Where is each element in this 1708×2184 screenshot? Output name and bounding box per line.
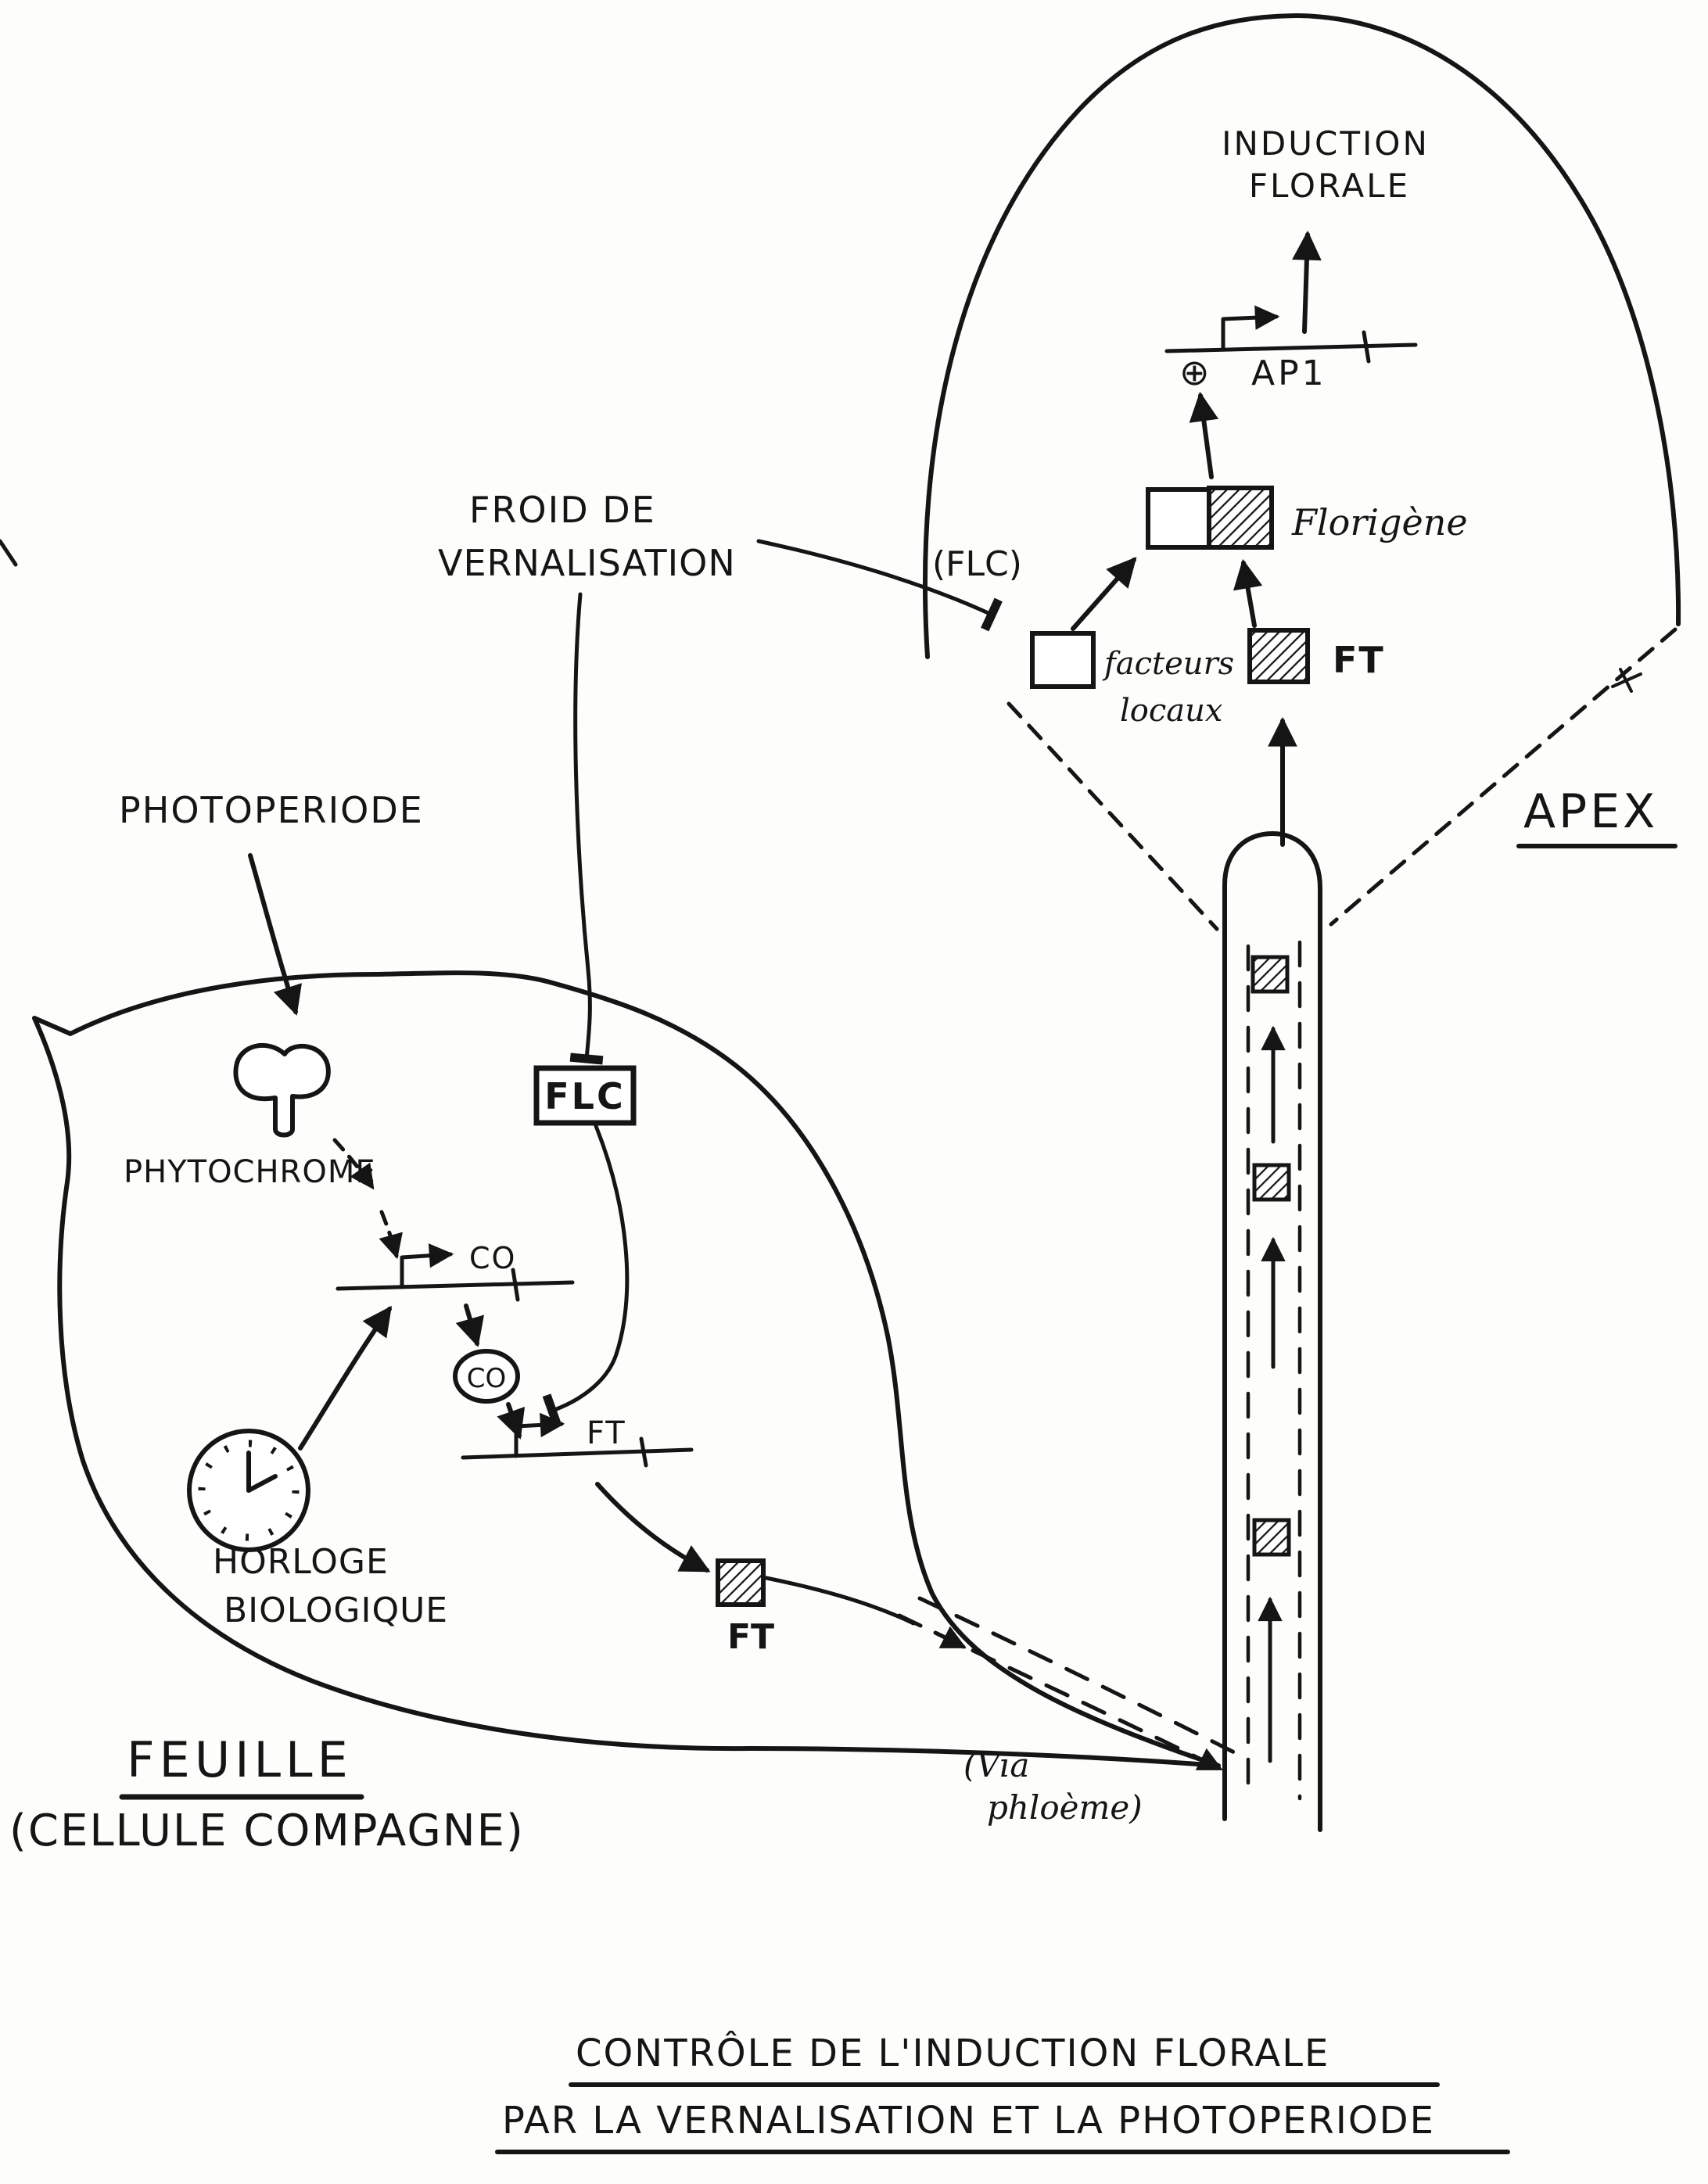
arrow-photoperiode-to-phytochrome xyxy=(248,853,302,1016)
apex-dashed-edge-left xyxy=(1006,701,1219,931)
ft-apex-label: FT xyxy=(1333,639,1385,681)
florigene-label: Florigène xyxy=(1291,501,1468,543)
apex-dashed-edge-right xyxy=(1329,627,1678,927)
flc-box-label: FLC xyxy=(544,1075,626,1117)
facteurs-locaux-label-line1: facteurs xyxy=(1102,646,1234,682)
stem-region xyxy=(1222,831,1322,1832)
ft-promoter-arrow xyxy=(514,1412,565,1458)
cellule-compagne-label: (CELLULE COMPAGNE) xyxy=(9,1806,525,1856)
induction-florale-label-line2: FLORALE xyxy=(1249,167,1410,205)
stem-ft-square-top xyxy=(1250,955,1290,994)
biological-clock-icon xyxy=(187,1429,310,1552)
flc-note-label: (FLC) xyxy=(932,544,1022,584)
ap1-gene-tick xyxy=(1362,330,1371,364)
phloem-export-line xyxy=(764,1576,916,1626)
facteurs-locaux-label-line2: locaux xyxy=(1120,693,1222,729)
co-gene-label: CO xyxy=(469,1241,516,1275)
apex-dome-outline xyxy=(922,13,1681,659)
flc-box xyxy=(533,1065,637,1126)
ft-protein-box-hatched xyxy=(716,1558,766,1607)
horloge-label-line2: BIOLOGIQUE xyxy=(224,1590,448,1630)
ft-gene-line xyxy=(461,1447,694,1460)
arrow-clock-to-co-gene xyxy=(298,1305,393,1451)
ft-apex-box-hatched xyxy=(1247,628,1310,684)
arrow-ft-gene-to-ft-protein xyxy=(595,1482,711,1573)
ft-gene-tick xyxy=(639,1436,648,1468)
caption-group: CONTRÔLE DE L'INDUCTION FLORALE PAR LA V… xyxy=(495,2031,1510,2154)
feuille-label: FEUILLE xyxy=(127,1731,353,1788)
induction-florale-label-line1: INDUCTION xyxy=(1222,124,1430,163)
vernalisation-label-line1: FROID DE xyxy=(469,489,656,531)
phytochrome-label: PHYTOCHROME xyxy=(124,1154,376,1190)
arrow-ft-to-florigene xyxy=(1233,558,1263,628)
florigene-box-hatched xyxy=(1207,486,1274,550)
co-promoter-arrow xyxy=(400,1243,454,1289)
ap1-gene-label: AP1 xyxy=(1251,353,1327,393)
caption-line2: PAR LA VERNALISATION ET LA PHOTOPERIODE xyxy=(502,2099,1435,2143)
vernalisation-label-line2: VERNALISATION xyxy=(438,542,736,584)
dashed-arrow-phytochrome-2 xyxy=(379,1210,403,1260)
via-phloeme-label-line1: (Via xyxy=(963,1746,1029,1784)
stem-ft-square-bottom xyxy=(1252,1518,1291,1557)
phytochrome-icon xyxy=(233,1042,331,1138)
arrow-florigene-to-ap1 xyxy=(1189,391,1219,479)
ft-protein-label: FT xyxy=(727,1617,774,1657)
dashed-arrow-phytochrome-1 xyxy=(332,1138,375,1190)
plus-circle-symbol: ⊕ xyxy=(1179,351,1210,393)
stray-pen-mark xyxy=(0,539,18,567)
vernalisation-inhibits-flc-line xyxy=(569,592,604,1065)
leaf-region: PHOTOPERIODE PHYTOCHROME CO CO FT FLC HO… xyxy=(9,789,1241,1856)
co-protein-label: CO xyxy=(467,1363,507,1394)
phloem-dashed-line-lower xyxy=(897,1613,1223,1771)
apex-label: APEX xyxy=(1523,784,1658,839)
stem-ft-square-middle xyxy=(1252,1163,1291,1202)
co-gene-tick xyxy=(511,1268,520,1302)
leaf-outline xyxy=(32,970,1221,1768)
via-phloeme-label-line2: phloème) xyxy=(987,1788,1143,1827)
caption-line1: CONTRÔLE DE L'INDUCTION FLORALE xyxy=(576,2031,1329,2075)
apex-region: INDUCTION FLORALE ⊕ AP1 Florigène facteu… xyxy=(756,13,1681,931)
ap1-gene-line xyxy=(1164,342,1418,353)
horloge-label-line1: HORLOGE xyxy=(213,1542,389,1582)
co-gene-line xyxy=(336,1280,575,1291)
star-mark xyxy=(1611,668,1642,693)
phloem-dashed-line-upper xyxy=(917,1596,1241,1757)
co-protein-circle xyxy=(453,1349,520,1404)
florigene-box-white xyxy=(1146,487,1211,550)
arrow-ap1-to-induction xyxy=(1292,230,1322,334)
arrow-facteurs-to-florigene xyxy=(1071,557,1137,631)
photoperiode-label: PHOTOPERIODE xyxy=(119,789,424,831)
flc-inhibits-ft-line xyxy=(542,1124,630,1428)
ft-gene-label: FT xyxy=(587,1415,626,1451)
ap1-promoter-arrow xyxy=(1221,305,1280,351)
arrow-co-gene-to-co-protein xyxy=(455,1304,484,1347)
stem-outline xyxy=(1222,831,1322,1832)
vernalisation-inhibits-apex-line xyxy=(756,539,1003,632)
vernalisation-label-group: FROID DE VERNALISATION xyxy=(438,489,736,1065)
facteurs-locaux-box xyxy=(1030,631,1096,689)
